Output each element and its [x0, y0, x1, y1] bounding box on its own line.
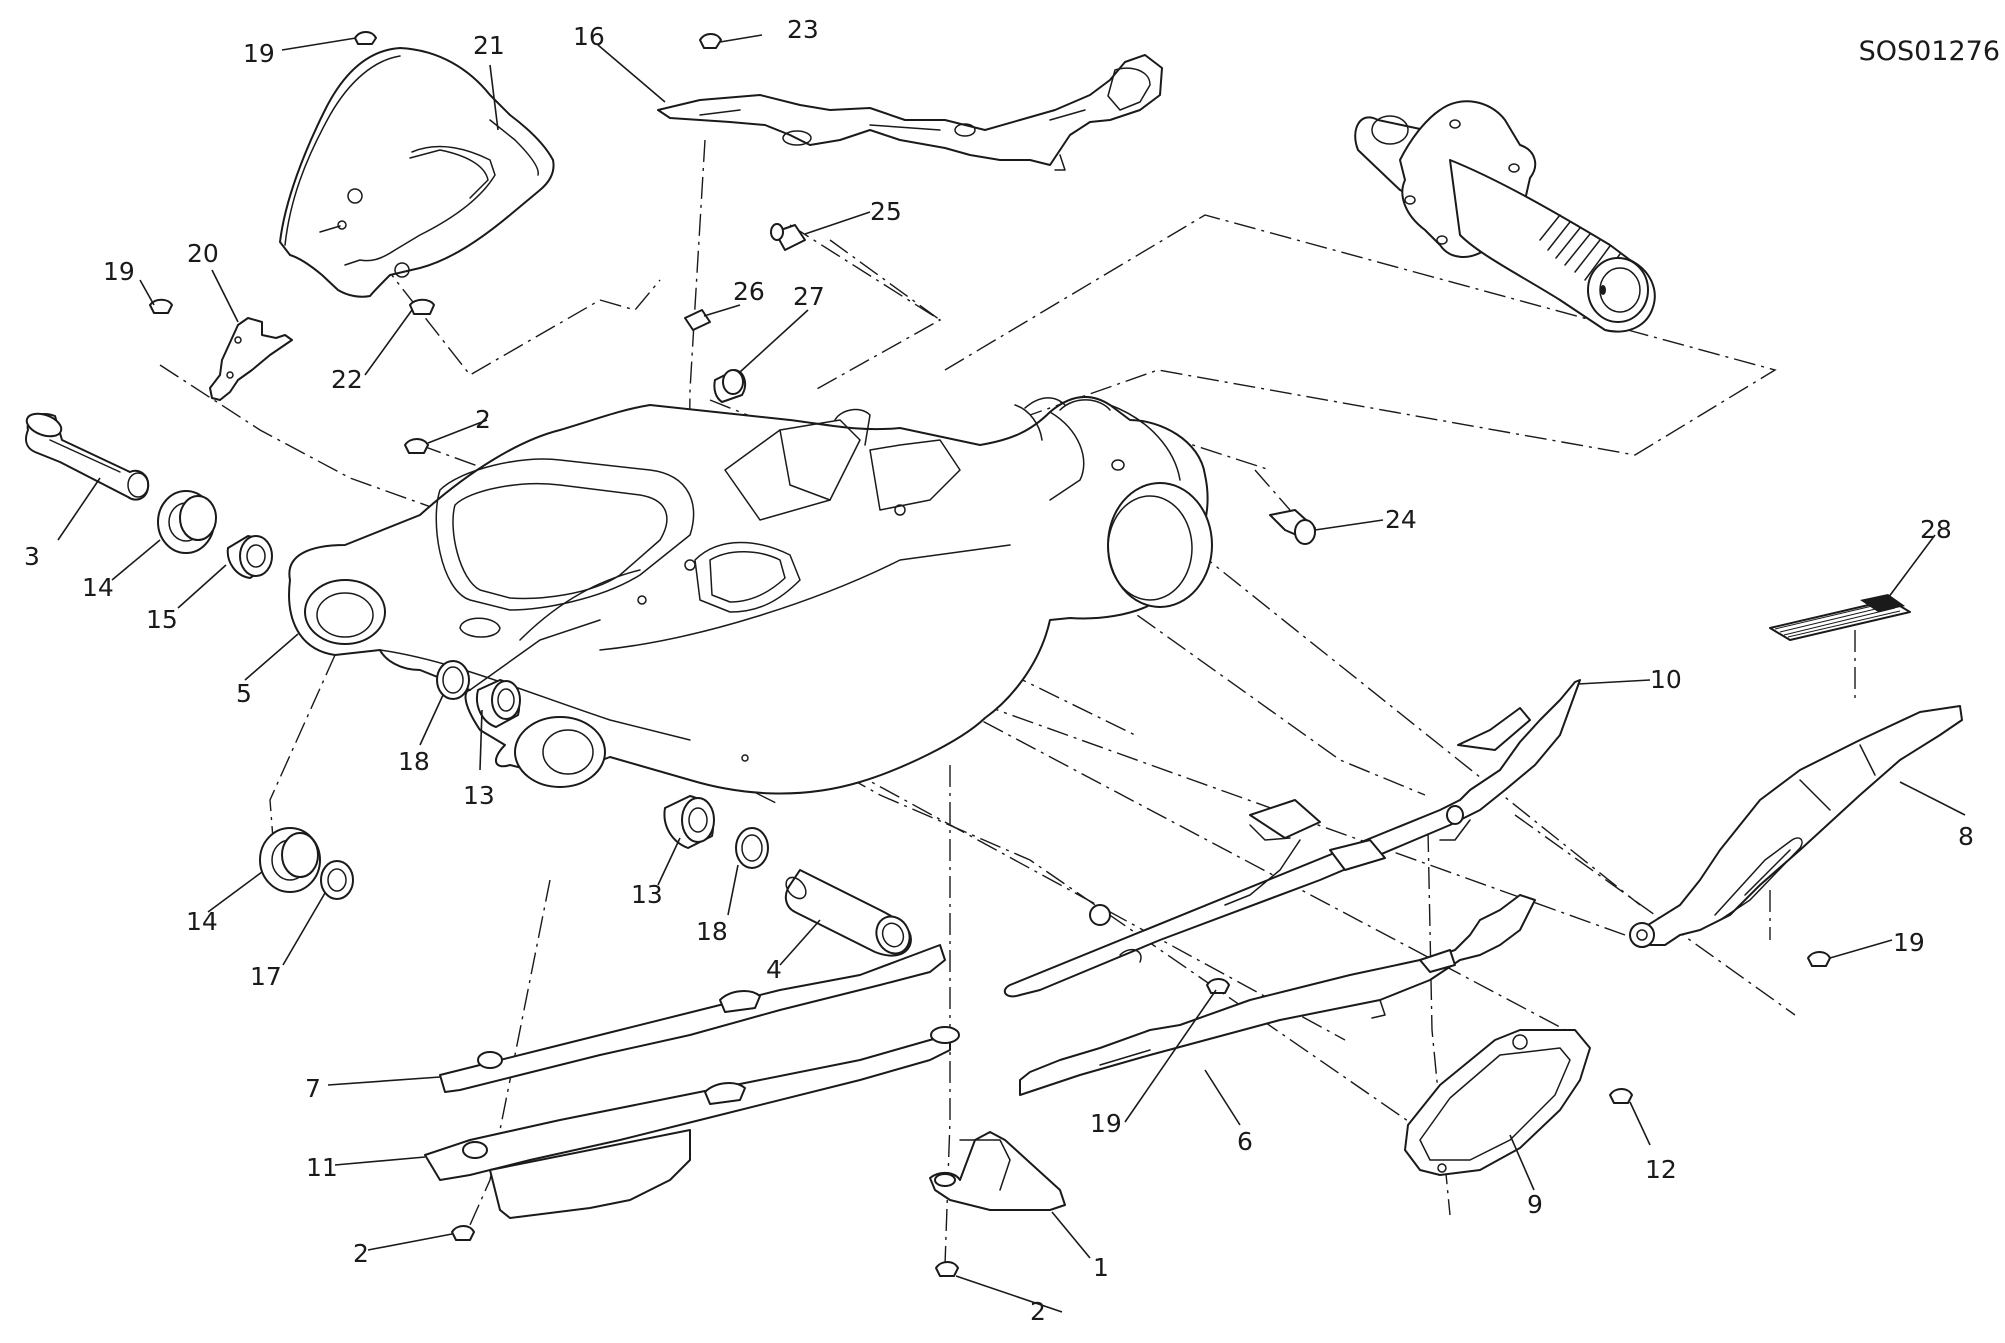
callout-label: 11 [306, 1153, 338, 1182]
callout-label: 13 [463, 781, 495, 810]
callout-label: 14 [82, 573, 114, 602]
callout-label: 15 [146, 605, 178, 634]
needle-bearing-13-lower [663, 795, 715, 849]
slider-bracket [424, 1026, 960, 1219]
sprocket-cover [279, 47, 555, 298]
seal-18-upper [436, 660, 470, 700]
chain-guard-upper [657, 54, 1163, 171]
heel-guard [1404, 1029, 1591, 1176]
callout-label: 16 [573, 22, 605, 51]
callout-label: 2 [353, 1239, 369, 1268]
bearing-14-upper [157, 490, 217, 554]
callout-label: 2 [1030, 1297, 1046, 1326]
callout-label: 24 [1385, 505, 1417, 534]
pivot-shaft-left [25, 412, 150, 501]
callout-label: 2 [475, 405, 491, 434]
callout-label: 21 [473, 31, 505, 60]
seal-18-lower [735, 827, 769, 869]
callout-label: 10 [1650, 665, 1682, 694]
callout-label: 19 [1893, 928, 1925, 957]
spacer-15 [226, 535, 273, 579]
callout-labels: 1 2 2 2 3 4 5 6 7 8 9 10 11 12 13 13 14 … [24, 15, 1974, 1326]
callout-label: 5 [236, 679, 252, 708]
callout-label: 3 [24, 542, 40, 571]
callout-label: 19 [103, 257, 135, 286]
callout-label: 1 [1093, 1253, 1109, 1282]
callout-label: 17 [250, 962, 282, 991]
fasteners [149, 31, 1831, 1277]
chain-guard-lower [1019, 894, 1536, 1096]
callout-label: 19 [243, 39, 275, 68]
callout-label: 23 [787, 15, 819, 44]
spacer-17 [320, 860, 354, 900]
leader-lines [57, 34, 1966, 1313]
callout-label: 12 [1645, 1155, 1677, 1184]
callout-label: 20 [187, 239, 219, 268]
callout-label: 4 [766, 955, 782, 984]
callout-label: 18 [696, 917, 728, 946]
bearing-14-lower [259, 827, 321, 893]
callout-label: 26 [733, 277, 765, 306]
callout-label: 8 [1958, 822, 1974, 851]
callout-label: 18 [398, 747, 430, 776]
callout-label: 9 [1527, 1190, 1543, 1219]
callout-label: 14 [186, 907, 218, 936]
drawing-reference: SOS01276 [1859, 36, 2000, 67]
callout-label: 28 [1920, 515, 1952, 544]
small-guard [929, 1131, 1066, 1211]
callout-label: 13 [631, 880, 663, 909]
callout-label: 22 [331, 365, 363, 394]
chain-slider-lower [439, 944, 946, 1093]
callout-label: 7 [305, 1074, 321, 1103]
warning-label [1769, 594, 1911, 641]
callout-label: 19 [1090, 1109, 1122, 1138]
bracket [209, 317, 293, 401]
callout-label: 6 [1237, 1127, 1253, 1156]
pivot-shaft-right [784, 869, 912, 957]
callout-label: 27 [793, 282, 825, 311]
callout-label: 25 [870, 197, 902, 226]
swingarm-body [288, 395, 1213, 795]
needle-bearing-13-upper [476, 679, 521, 728]
hub-spindle [1354, 100, 1656, 333]
chain-guard-rear [1629, 705, 1963, 948]
chain-slider-upper [1003, 679, 1581, 998]
